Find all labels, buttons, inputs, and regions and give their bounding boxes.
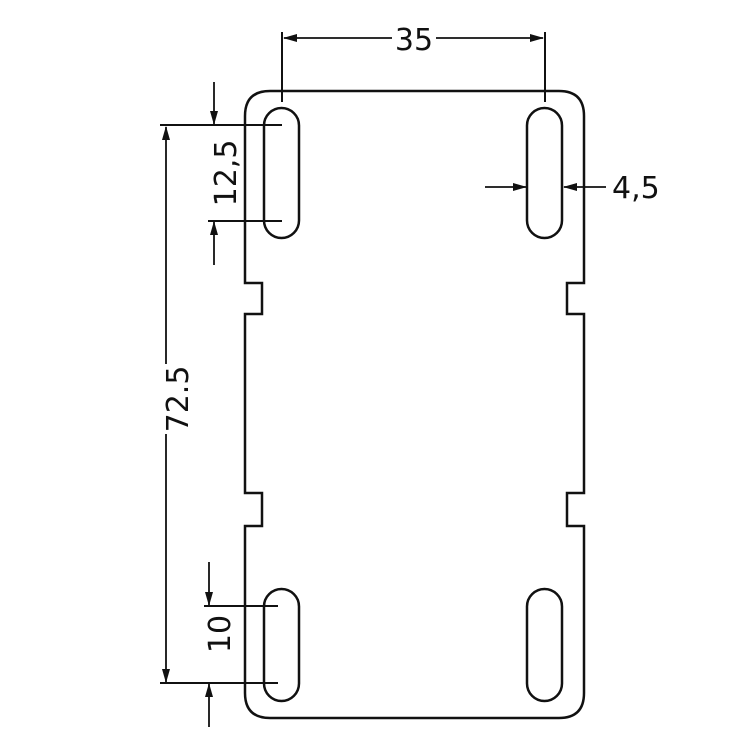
svg-text:10: 10 [203,615,238,653]
svg-text:4,5: 4,5 [612,171,660,206]
svg-text:12,5: 12,5 [209,140,244,207]
slot-bottom-right [525,587,564,703]
dimension-10: 10 [160,562,278,727]
dimension-4-5: 4,5 [485,171,660,206]
slot-bottom-left [262,587,301,703]
slot-top-right [525,106,564,240]
dimension-12-5: 12,5 [160,82,282,265]
dimension-35: 35 [281,23,546,102]
slot-top-left [262,106,301,240]
svg-text:72.5: 72.5 [161,366,196,433]
plate-outline [243,89,586,720]
svg-text:35: 35 [395,23,433,58]
dimension-72-5: 72.5 [161,126,196,683]
